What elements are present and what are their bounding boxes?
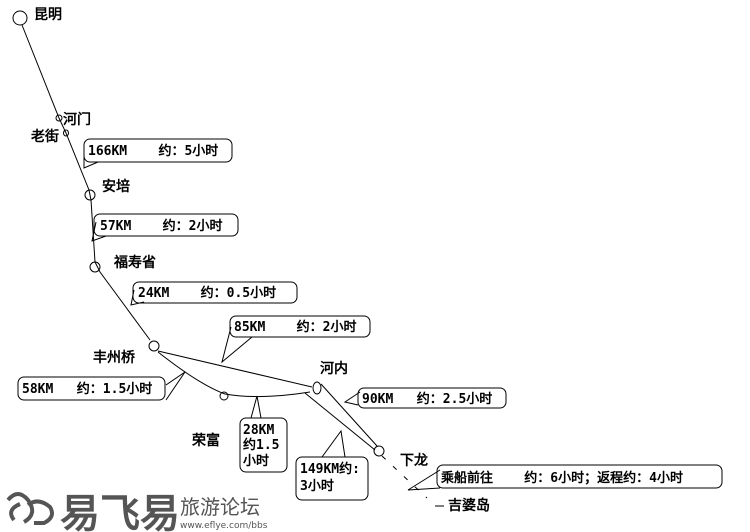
callout-ferry: 乘船前往 约：6小时；返程约：4小时	[407, 464, 723, 491]
svg-text:28KM: 28KM	[243, 423, 274, 438]
callout-segment-7: 90KM 约：2.5小时	[343, 387, 507, 409]
callout-segment-2: 57KM 约：2小时	[91, 213, 239, 242]
station-hekou-marker	[55, 114, 63, 122]
station-laojie-marker	[63, 129, 69, 137]
station-hanoi-marker	[312, 381, 322, 395]
station-label-hekou: 河门	[63, 111, 91, 128]
station-anpei-marker	[84, 189, 96, 201]
route-hanoi-halong-b	[304, 392, 376, 451]
svg-text:166KM 约：5小时: 166KM 约：5小时	[88, 143, 218, 159]
callout-segment-3: 24KM 约：0.5小时	[130, 281, 298, 306]
route-halong-jipo	[381, 455, 428, 499]
svg-text:3小时: 3小时	[300, 478, 334, 494]
station-label-anpei: 安培	[102, 178, 130, 195]
callout-segment-8: 149KM约: 3小时	[295, 429, 369, 501]
station-rongfu-marker	[219, 391, 229, 401]
station-kunming-marker	[12, 10, 28, 26]
station-label-jipo: 吉婆岛	[448, 497, 490, 514]
station-label-fushou: 福寿省	[113, 254, 156, 271]
station-label-laojie: 老街	[31, 128, 59, 145]
route-fengzhou-rongfu-hanoi	[157, 351, 311, 398]
station-label-hanoi: 河内	[320, 360, 348, 377]
station-halong-marker	[373, 445, 385, 457]
callout-segment-5: 58KM 约：1.5小时	[17, 371, 186, 401]
station-fengzhou-marker	[148, 340, 160, 352]
station-label-fengzhou: 丰州桥	[93, 349, 136, 366]
svg-text:149KM约:: 149KM约:	[300, 461, 360, 477]
svg-text:易飞易: 易飞易	[60, 491, 180, 532]
svg-text:www.eflye.com/bbs: www.eflye.com/bbs	[180, 521, 268, 531]
watermark-logo: 易飞易 旅游论坛 www.eflye.com/bbs	[6, 491, 268, 532]
svg-text:乘船前往 约：6小时；返程约：4小时: 乘船前往 约：6小时；返程约：4小时	[440, 470, 683, 486]
route-kunming-fengzhou	[21, 24, 151, 341]
svg-text:24KM 约：0.5小时: 24KM 约：0.5小时	[138, 285, 276, 301]
svg-text:57KM 约：2小时: 57KM 约：2小时	[100, 218, 222, 234]
station-fushou-marker	[89, 261, 101, 273]
callout-segment-1: 166KM 约：5小时	[83, 138, 233, 169]
callout-segment-6: 28KM 约1.5 小时	[239, 395, 288, 473]
station-label-kunming: 昆明	[34, 7, 62, 23]
station-label-halong: 下龙	[400, 452, 428, 469]
route-fengzhou-hanoi-direct	[157, 350, 313, 388]
svg-text:85KM 约：2小时: 85KM 约：2小时	[234, 319, 356, 335]
callout-segment-4: 85KM 约：2小时	[221, 315, 371, 364]
svg-text:旅游论坛: 旅游论坛	[180, 495, 260, 519]
route-hanoi-halong-a	[320, 383, 378, 447]
svg-text:小时: 小时	[243, 453, 269, 469]
svg-text:约1.5: 约1.5	[243, 437, 279, 453]
svg-text:58KM 约：1.5小时: 58KM 约：1.5小时	[22, 381, 152, 397]
station-label-rongfu: 荣富	[191, 432, 220, 449]
svg-text:90KM 约：2.5小时: 90KM 约：2.5小时	[362, 391, 492, 407]
